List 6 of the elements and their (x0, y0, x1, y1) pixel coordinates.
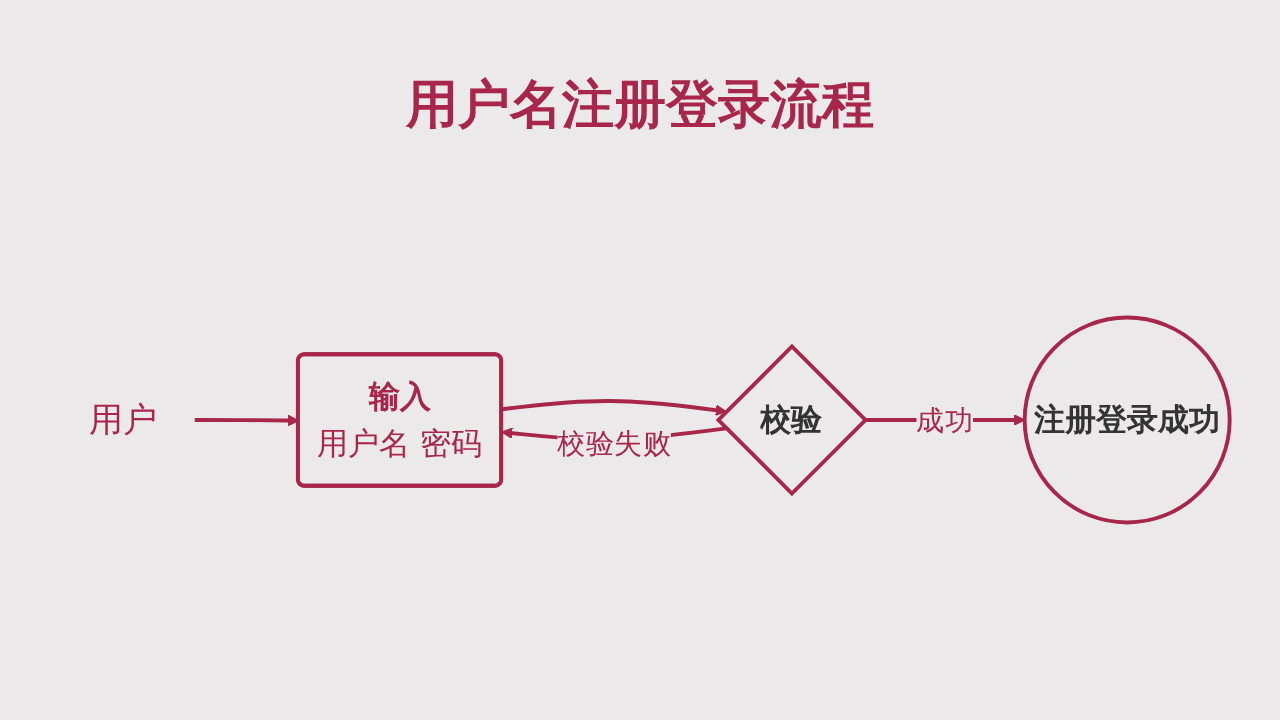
node-diamond: 校验 (715, 343, 869, 497)
node-circle: 注册登录成功 (1022, 315, 1232, 525)
edge-label: 成功 (916, 403, 974, 437)
node-text: 用户 (89, 400, 157, 439)
diagram-title: 用户名注册登录流程 (404, 73, 875, 136)
edge-label: 校验失败 (557, 426, 671, 460)
